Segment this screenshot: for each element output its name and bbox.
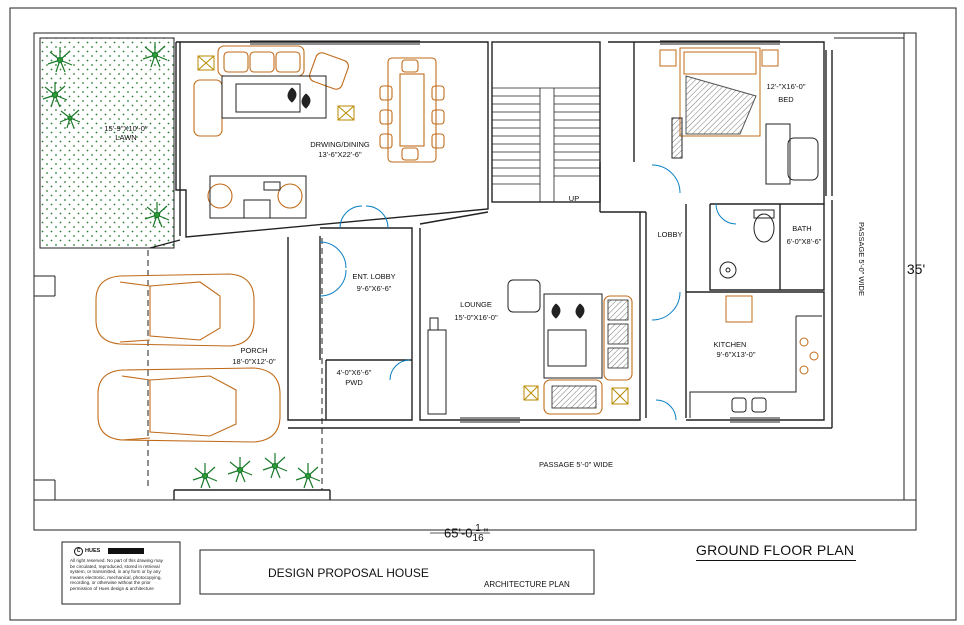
- lounge-furniture: [427, 279, 603, 415]
- depth-dimension: 35': [906, 261, 926, 277]
- car-bottom: [97, 367, 281, 443]
- pwd-dim: 4'-0"X6'-6": [336, 368, 372, 377]
- porch-plants: [192, 453, 321, 489]
- project-subtitle: ARCHITECTURE PLAN: [484, 580, 570, 589]
- drawing-sidetables: [197, 55, 355, 121]
- car-top: [95, 273, 255, 347]
- lawn-area: [39, 37, 175, 249]
- bath-fixtures: [719, 209, 775, 279]
- bed: [659, 47, 779, 137]
- kitchen-title: KITCHEN: [713, 340, 747, 349]
- staircase: [492, 87, 600, 202]
- porch-dim: 18'-0"X12'-0": [232, 357, 276, 366]
- porch-title: PORCH: [240, 346, 268, 355]
- copyright-icon: C: [74, 547, 83, 556]
- drawing-rug: [209, 75, 327, 219]
- stair-up-label: UP: [568, 194, 580, 203]
- lounge-sidetables: [523, 385, 629, 405]
- walls: [149, 41, 833, 500]
- lounge-sofa: [543, 295, 633, 415]
- width-dim-den: 16: [472, 533, 484, 544]
- width-dim-main: 65'-0: [444, 525, 473, 541]
- copyright-text: All right reserved. No part of this draw…: [70, 558, 163, 591]
- copyright-brand-text: HUES: [85, 548, 101, 554]
- drawing-title: GROUND FLOOR PLAN: [696, 542, 855, 558]
- lounge-title: LOUNGE: [460, 300, 492, 309]
- lounge-dim: 15'-0"X16'-0": [454, 313, 498, 322]
- bath-title: BATH: [792, 224, 812, 233]
- drawing-title-underline: [696, 560, 856, 561]
- kitchen-counter: [689, 295, 822, 418]
- bed-dim: 12'-"X16'-0": [766, 82, 806, 91]
- copyright-bar: [108, 548, 144, 554]
- kitchen-hob: [799, 337, 819, 375]
- bath-dim: 6'-0"X8'-6": [786, 237, 822, 246]
- lawn-label: 15'-9"X10'-0" LAWN: [104, 124, 148, 142]
- sheet-border: [9, 7, 957, 621]
- bedroom-desk: [671, 117, 819, 185]
- ent-lobby-title: ENT. LOBBY: [352, 272, 396, 281]
- lobby-label: LOBBY: [657, 230, 683, 239]
- doors: [319, 164, 737, 421]
- kitchen-dim: 9'-6"X13'-0": [716, 350, 756, 359]
- lawn-plants: [42, 42, 170, 228]
- width-dim-num: 1: [475, 523, 481, 534]
- drawing-dining-title: DRWING/DINING: [310, 140, 370, 149]
- lounge-cushions: [551, 299, 629, 409]
- sofa-set: [193, 45, 445, 209]
- project-title: DESIGN PROPOSAL HOUSE: [268, 566, 429, 580]
- passage-bottom-label: PASSAGE 5'-0" WIDE: [539, 460, 613, 469]
- passage-right-label: PASSAGE 5'-0" WIDE: [857, 222, 866, 296]
- ent-lobby-dim: 9'-6"X6'-6": [356, 284, 392, 293]
- pwd-title: PWD: [345, 378, 363, 387]
- windows: [250, 40, 780, 423]
- bed-title: BED: [778, 95, 794, 104]
- drawing-dining-dim: 13'-6"X22'-6": [318, 150, 362, 159]
- title-block: [61, 541, 595, 605]
- width-dim-inch: ": [483, 525, 489, 541]
- plot-outline: [33, 32, 917, 531]
